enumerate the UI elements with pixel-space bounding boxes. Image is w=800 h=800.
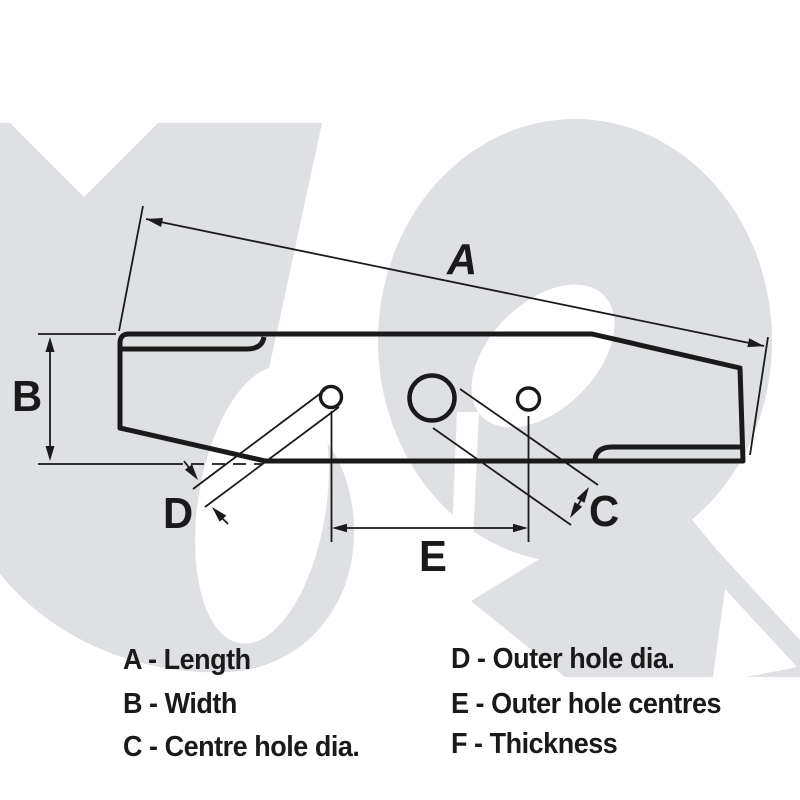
dim-d-tangent-upper: [192, 389, 326, 490]
watermark-q-tail: [471, 505, 800, 677]
watermark-flag: [0, 123, 322, 401]
blade-body: [117, 331, 746, 464]
dim-c-arrow-upper: [576, 487, 589, 503]
legend-c-centre-hole: C - Centre hole dia.: [123, 731, 360, 763]
outer-hole-right: [515, 386, 542, 412]
dim-a-arrow-left: [146, 218, 163, 227]
label-length-a: A: [447, 235, 478, 284]
dim-b-arrow-top: [45, 337, 55, 352]
label-outer-hole-d: D: [163, 489, 194, 538]
centre-hole: [407, 373, 457, 423]
watermark-ring-counter: [195, 366, 329, 644]
legend-b-width: B - Width: [123, 688, 237, 720]
dim-d-tangent-lower: [204, 406, 340, 508]
dim-e-arrow-right: [513, 523, 528, 533]
dim-d-arrow-upper: [184, 464, 198, 480]
outer-hole-left: [318, 384, 344, 410]
watermark-tail-notch: [712, 589, 797, 684]
watermark-q-counter: [471, 284, 615, 428]
legend-d-outer-hole-dia: D - Outer hole dia.: [451, 643, 675, 675]
dim-a-extension-right: [749, 336, 769, 456]
label-centre-hole-c: C: [589, 487, 620, 536]
dim-e-arrow-left: [332, 523, 347, 533]
blade-cutting-edge-top-left: [121, 336, 267, 352]
dim-a-extension-left: [118, 205, 144, 332]
dimension-lines: [38, 205, 769, 542]
dim-a-arrow-right: [747, 338, 764, 348]
label-hole-centres-e: E: [419, 532, 447, 581]
dim-c-tangent-lower: [432, 427, 572, 526]
dim-b-arrow-bottom: [45, 446, 55, 461]
dim-a-line: [145, 218, 765, 347]
blade-outline: [117, 331, 746, 464]
blade-cutting-edge-bottom-right: [592, 444, 742, 460]
legend-e-hole-centres: E - Outer hole centres: [451, 688, 722, 720]
label-width-b: B: [12, 372, 43, 421]
dim-c-arrow-lower: [570, 502, 583, 518]
dim-d-arrow-shaft-lower: [221, 517, 229, 525]
legend-a-length: A - Length: [123, 644, 251, 676]
watermark-flag-notch: [10, 123, 158, 197]
dim-d-arrow-lower: [212, 507, 227, 522]
legend-f-thickness: F - Thickness: [451, 728, 618, 760]
